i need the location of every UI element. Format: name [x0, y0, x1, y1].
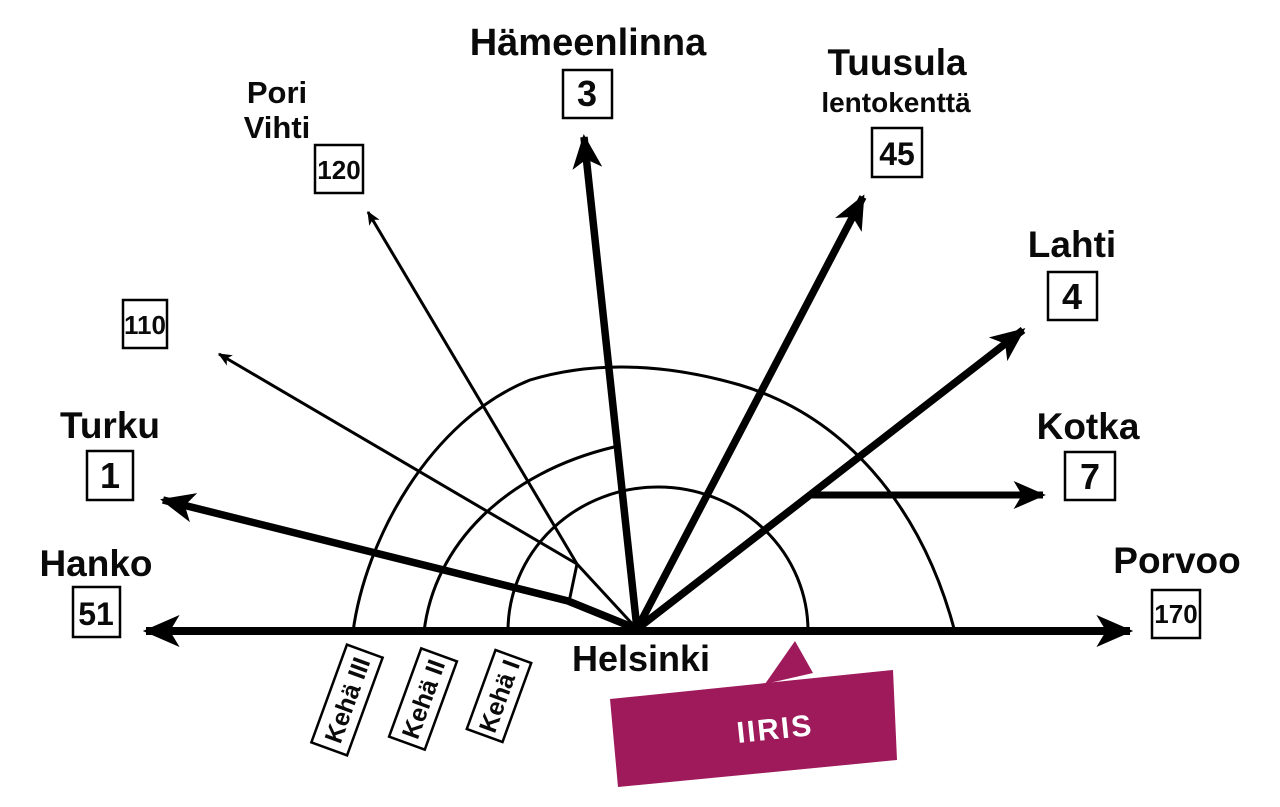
road-number-1: 1 [85, 449, 135, 502]
road-turku-1 [160, 493, 639, 633]
label-kotka: Kotka [1037, 406, 1140, 447]
road-110 [217, 352, 578, 566]
label-lahti: Lahti [1028, 224, 1116, 265]
road-number-51: 51 [71, 585, 122, 639]
road-approach-connector [567, 563, 579, 603]
road-number-170-text: 170 [1154, 599, 1197, 629]
keha-I-label-box [465, 648, 533, 744]
iiris-banner-text: IIRIS [735, 709, 815, 750]
keha-III-label: Kehä III [309, 643, 385, 757]
keha-II-label: Kehä II [387, 646, 459, 752]
road-number-4-text: 4 [1062, 276, 1082, 317]
keha-III-label-box [309, 643, 385, 757]
label-porvoo: Porvoo [1113, 540, 1240, 581]
keha-III-arc [351, 365, 957, 633]
label-turku: Turku [60, 405, 160, 446]
iiris-banner-pointer [765, 641, 813, 684]
label-tuusula: Tuusula [827, 42, 967, 83]
label-hanko: Hanko [39, 543, 152, 584]
label-vihti: Vihti [244, 110, 311, 145]
keha-II-label-box [387, 646, 459, 752]
label-hameenlinna: Hämeenlinna [470, 22, 707, 64]
keha-II-arc [422, 445, 615, 633]
road-number-120-text: 120 [317, 155, 360, 185]
road-number-170: 170 [1150, 588, 1202, 640]
road-number-110: 110 [121, 298, 169, 350]
label-lentokentta: lentokenttä [821, 87, 971, 118]
road-number-45-text: 45 [879, 136, 915, 172]
label-helsinki: Helsinki [572, 638, 710, 679]
road-number-1-text: 1 [100, 455, 120, 496]
iiris-banner-plate [610, 670, 897, 787]
road-number-110-text: 110 [124, 310, 166, 340]
road-lahti-4 [634, 327, 1026, 632]
keha-I-arc [506, 485, 810, 632]
road-120 [366, 210, 579, 565]
keha-I-label: Kehä I [465, 648, 533, 744]
road-number-4: 4 [1046, 270, 1099, 322]
road-number-45: 45 [870, 126, 924, 179]
road-number-7-text: 7 [1080, 456, 1100, 497]
road-number-7: 7 [1063, 450, 1117, 502]
label-pori: Pori [247, 75, 307, 110]
road-number-51-text: 51 [78, 596, 114, 632]
road-tuusula-45 [633, 194, 867, 631]
iiris-banner: IIRIS [610, 641, 897, 787]
road-number-3-text: 3 [577, 73, 597, 114]
road-number-120: 120 [313, 143, 365, 195]
road-number-3: 3 [561, 68, 614, 120]
road-hameenlinna-3 [572, 134, 641, 630]
